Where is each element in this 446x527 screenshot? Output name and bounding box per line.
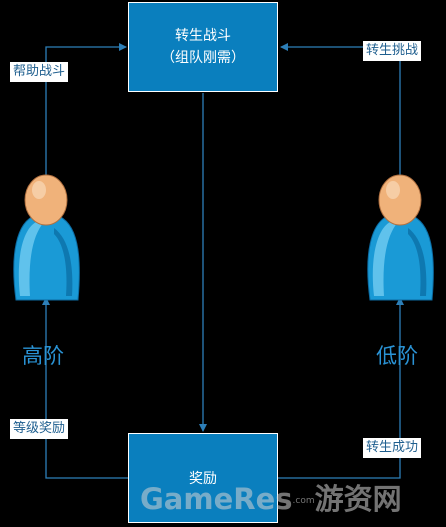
label-help-battle: 帮助战斗 — [10, 62, 69, 82]
watermark-com: .com — [292, 496, 315, 506]
rank-high-label: 高阶 — [22, 344, 64, 368]
person-icon-high — [13, 174, 80, 301]
watermark: GameRes.com游资网 — [140, 476, 402, 518]
watermark-main: GameRes — [140, 482, 293, 516]
person-icon-low — [367, 174, 434, 301]
rebirth-battle-node: 转生战斗 （组队刚需） — [128, 2, 278, 92]
label-grade-reward: 等级奖励 — [10, 419, 69, 439]
edge-help-battle — [45, 43, 127, 175]
rebirth-battle-title: 转生战斗 — [175, 28, 231, 44]
watermark-cn: 游资网 — [314, 482, 402, 516]
reward-node: 奖励 — [128, 433, 278, 523]
reward-title: 奖励 — [189, 471, 217, 487]
edge-grade-reward — [42, 297, 128, 479]
rank-low-label: 低阶 — [376, 344, 418, 368]
edge-rebirth-success — [278, 297, 404, 479]
label-rebirth-success: 转生成功 — [363, 438, 422, 458]
label-rebirth-challenge: 转生挑战 — [363, 41, 422, 61]
rebirth-battle-subtitle: （组队刚需） — [161, 50, 245, 66]
edge-rebirth-challenge — [280, 43, 401, 175]
